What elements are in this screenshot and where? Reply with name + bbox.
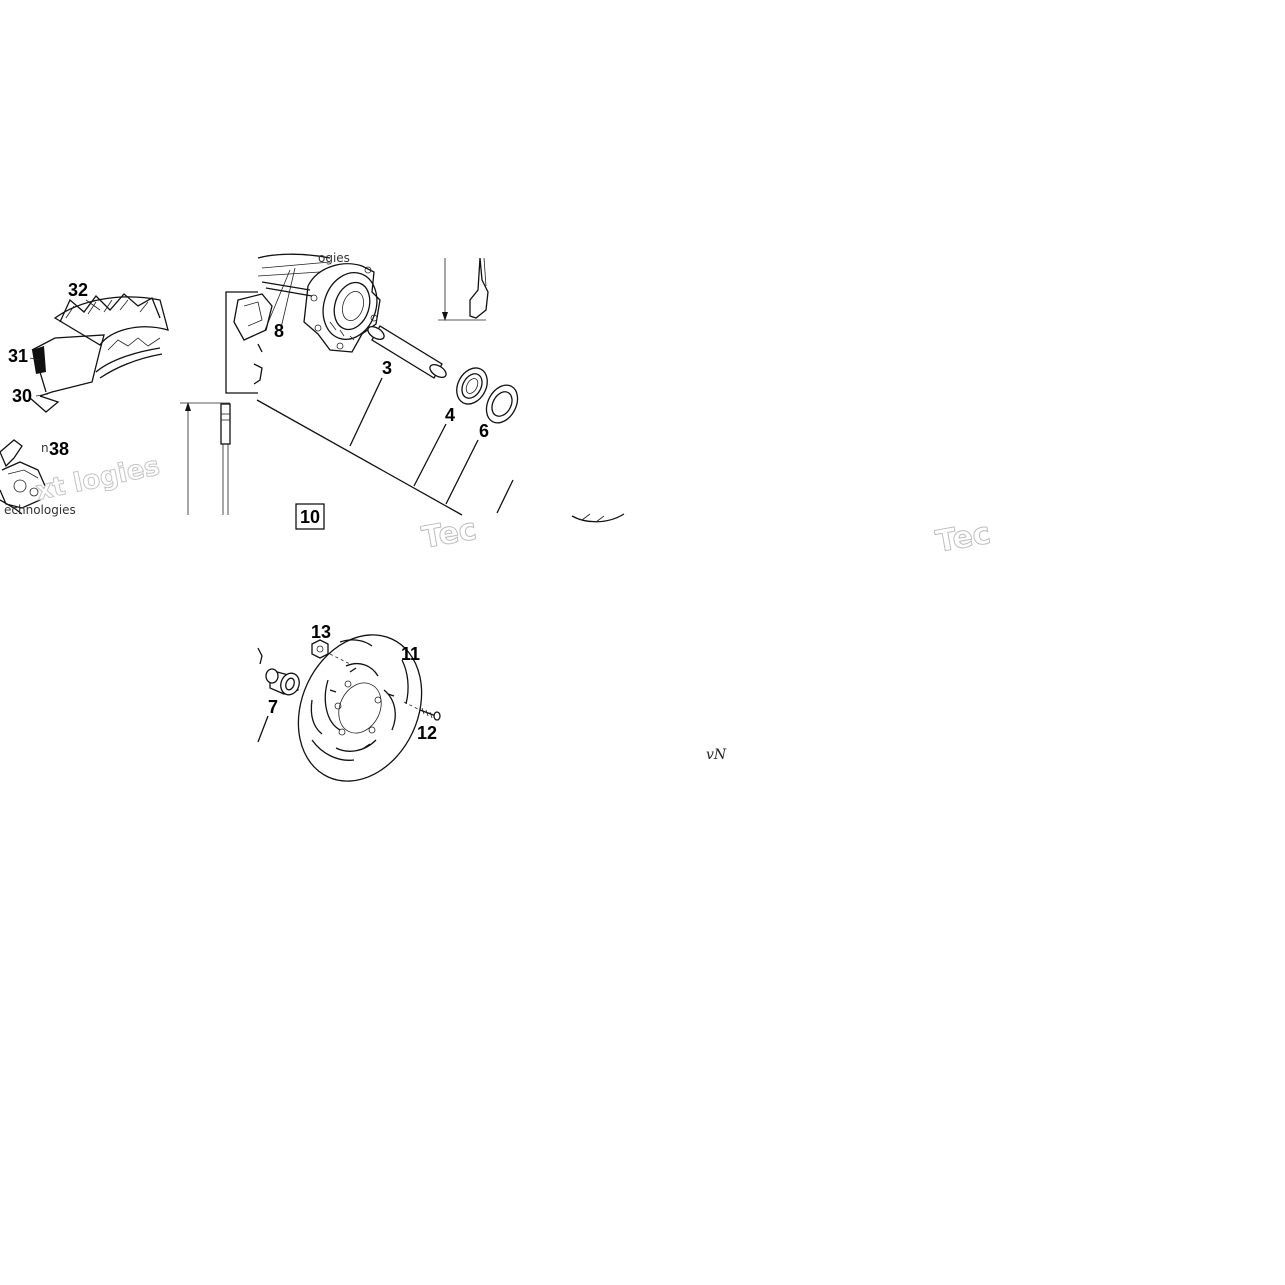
bearing-illustration xyxy=(456,367,488,405)
watermark-left-big: xt logies xyxy=(33,451,162,506)
tire-illustration xyxy=(29,293,169,413)
leader-lines xyxy=(29,267,514,516)
nut-illustration xyxy=(311,639,351,665)
callout-38: 38 xyxy=(49,439,69,459)
stray-glyph: vN xyxy=(706,747,727,763)
brake-caliper-illustration xyxy=(0,439,47,515)
axle-spacer-illustration xyxy=(367,325,447,379)
watermark-left-small: echnologies xyxy=(4,503,76,517)
callout-30: 30 xyxy=(12,386,32,406)
brake-disc-illustration xyxy=(297,634,423,782)
watermark-top: ogies xyxy=(318,251,350,265)
callout-11: 11 xyxy=(401,644,420,664)
callout-10: 10 xyxy=(300,507,320,527)
part-10-box xyxy=(295,503,325,530)
callout-8: 8 xyxy=(274,321,284,341)
assembly-bracket xyxy=(225,291,258,394)
callout-13: 13 xyxy=(311,622,331,642)
callout-31: 31 xyxy=(8,346,28,366)
seal-ring-illustration xyxy=(485,384,519,424)
wheel-hub-illustration xyxy=(233,253,381,385)
watermark-right: Tec xyxy=(933,516,993,560)
wheel-rim-fragment xyxy=(571,513,625,523)
stray-mark: n xyxy=(41,441,49,455)
valve-stem-illustration xyxy=(438,257,489,321)
callout-3: 3 xyxy=(382,358,392,378)
callout-4: 4 xyxy=(445,405,455,425)
callout-32: 32 xyxy=(68,280,88,300)
callout-12: 12 xyxy=(417,723,437,743)
bolt-illustration xyxy=(403,701,441,721)
spacer-bushing-illustration xyxy=(257,647,300,743)
watermark-center: Tec xyxy=(419,512,479,556)
spoke-dimension xyxy=(180,402,231,515)
callout-7: 7 xyxy=(268,697,278,717)
callout-6: 6 xyxy=(479,421,489,441)
